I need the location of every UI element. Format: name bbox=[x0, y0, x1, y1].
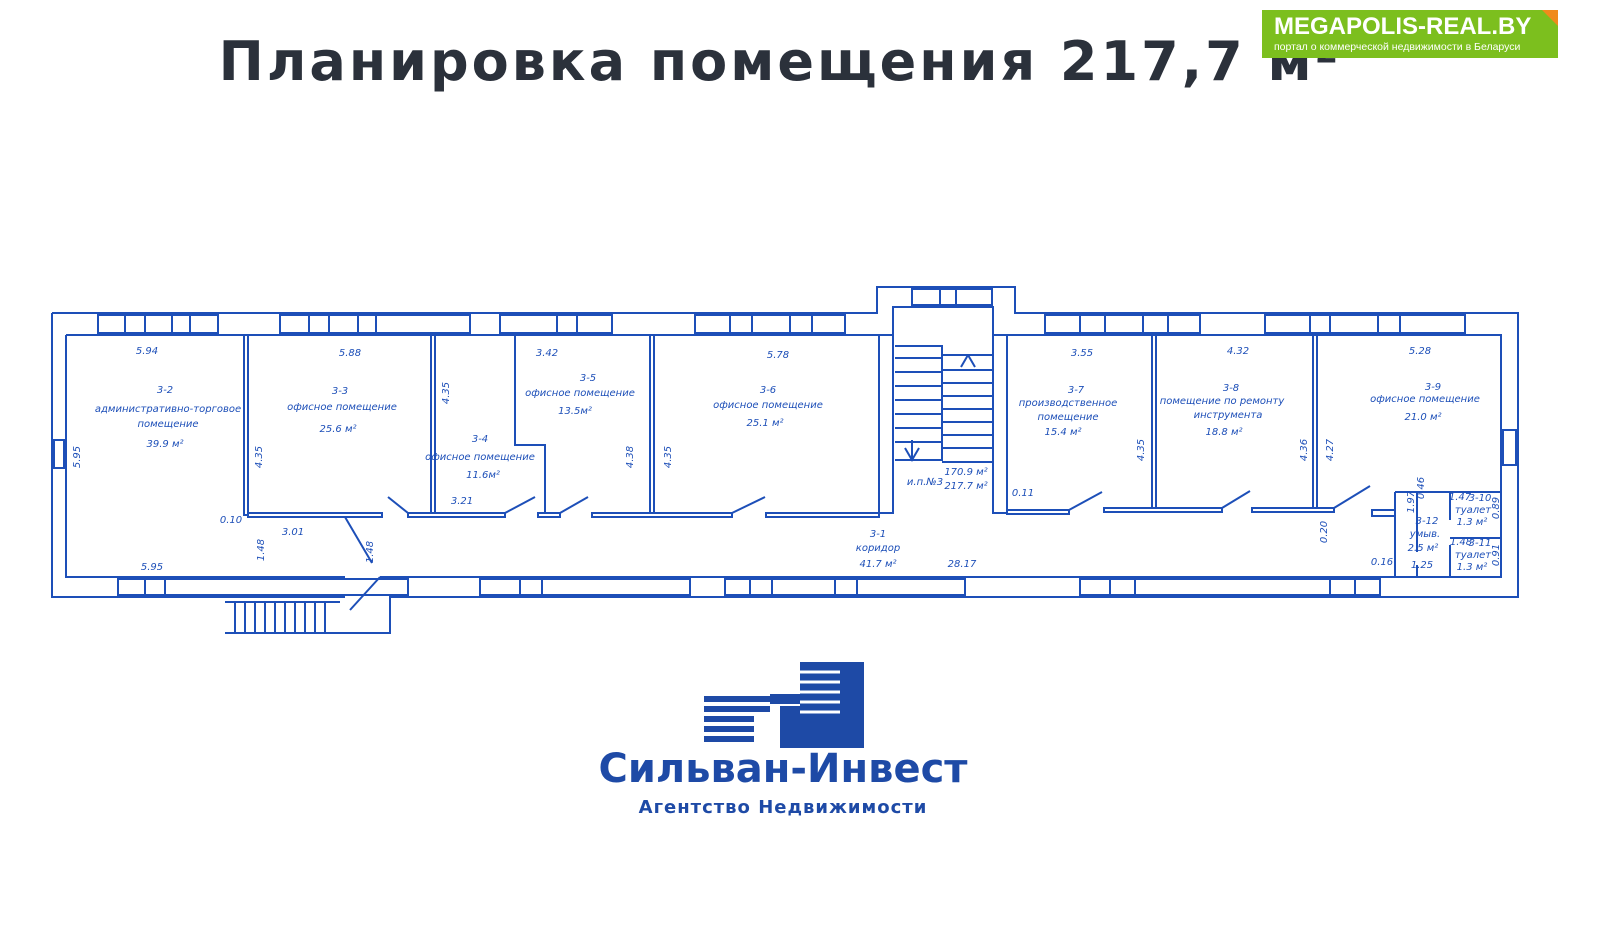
dim: 4.32 bbox=[1227, 346, 1249, 357]
dim: 3.55 bbox=[1071, 348, 1093, 359]
logo-subtitle: Агентство Недвижимости bbox=[638, 797, 928, 818]
room-3-10-name: туалет bbox=[1455, 505, 1492, 516]
badge-name: MEGAPOLIS-REAL.BY bbox=[1274, 13, 1532, 40]
room-3-5-id: 3-5 bbox=[580, 373, 596, 384]
room-3-8-name1: помещение по ремонту bbox=[1160, 396, 1286, 407]
dim: 28.17 bbox=[948, 559, 977, 570]
dim: 4.35 bbox=[441, 382, 452, 404]
stair-area-1: 170.9 м² bbox=[944, 467, 987, 478]
room-3-12-name: умыв. bbox=[1409, 529, 1440, 540]
room-3-4-area: 11.6м² bbox=[466, 470, 500, 481]
stair-label: и.п.№3 bbox=[907, 477, 943, 488]
dim: 4.35 bbox=[1136, 439, 1147, 461]
room-3-5-area: 13.5м² bbox=[558, 406, 592, 417]
room-3-9-name: офисное помещение bbox=[1370, 394, 1480, 405]
logo-name: Сильван-Инвест bbox=[598, 746, 968, 792]
dim: 0.91 bbox=[1491, 544, 1502, 566]
dim: 1.48 bbox=[365, 541, 376, 563]
room-3-8-id: 3-8 bbox=[1223, 383, 1239, 394]
room-3-9-area: 21.0 м² bbox=[1405, 412, 1442, 423]
dim: 0.10 bbox=[220, 515, 242, 526]
dimensions: 5.94 5.88 3.42 5.78 3.55 4.32 5.28 5.95 … bbox=[72, 346, 1502, 573]
dim: 0.16 bbox=[1371, 557, 1393, 568]
dim: 5.28 bbox=[1409, 346, 1431, 357]
room-3-2-area: 39.9 м² bbox=[147, 439, 184, 450]
logo-building-icon bbox=[704, 662, 864, 748]
dim: 3.01 bbox=[282, 527, 304, 538]
room-3-8-name2: инструмента bbox=[1194, 410, 1263, 421]
room-3-7-name1: производственное bbox=[1019, 398, 1117, 409]
room-3-10-id: 3-10 bbox=[1469, 493, 1492, 504]
room-3-6-name: офисное помещение bbox=[713, 400, 823, 411]
dim: 4.38 bbox=[625, 446, 636, 468]
dim: 5.95 bbox=[72, 446, 83, 468]
page-title: Планировка помещения 217,7 м² bbox=[218, 30, 1342, 93]
dim: 0.89 bbox=[1491, 497, 1502, 519]
room-3-3-id: 3-3 bbox=[332, 386, 348, 397]
dim: 3.42 bbox=[536, 348, 558, 359]
dim: 4.35 bbox=[663, 446, 674, 468]
dim: 4.36 bbox=[1299, 439, 1310, 461]
dim: 5.95 bbox=[141, 562, 163, 573]
room-3-11-area: 1.3 м² bbox=[1457, 562, 1488, 573]
room-3-7-name2: помещение bbox=[1037, 412, 1098, 423]
dim: 1.97 bbox=[1406, 490, 1417, 513]
stairs bbox=[225, 345, 994, 633]
room-3-4-id: 3-4 bbox=[472, 434, 488, 445]
room-3-7-area: 15.4 м² bbox=[1045, 427, 1082, 438]
room-3-4-name: офисное помещение bbox=[425, 452, 535, 463]
room-labels: 3-1 коридор 41.7 м² 3-2 административно-… bbox=[95, 373, 1492, 573]
room-3-3-name: офисное помещение bbox=[287, 402, 397, 413]
dim: 3.21 bbox=[451, 496, 473, 507]
room-3-2-id: 3-2 bbox=[157, 385, 173, 396]
dim: 1.25 bbox=[1411, 560, 1433, 571]
room-3-11-id: 3-11 bbox=[1469, 538, 1492, 549]
dim: 0.46 bbox=[1416, 477, 1427, 499]
dim: 4.27 bbox=[1325, 438, 1336, 461]
megapolis-badge[interactable]: MEGAPOLIS-REAL.BY портал о коммерческой … bbox=[1262, 10, 1558, 58]
room-3-7-id: 3-7 bbox=[1068, 385, 1085, 396]
room-3-1-id: 3-1 bbox=[870, 529, 886, 540]
dim: 1.47 bbox=[1449, 492, 1472, 503]
dim: 1.48 bbox=[1450, 537, 1472, 548]
room-3-2-name2: помещение bbox=[137, 419, 198, 430]
room-3-3-area: 25.6 м² bbox=[320, 424, 357, 435]
room-3-10-area: 1.3 м² bbox=[1457, 517, 1488, 528]
room-3-5-name: офисное помещение bbox=[525, 388, 635, 399]
room-3-9-id: 3-9 bbox=[1425, 382, 1441, 393]
room-3-1-area: 41.7 м² bbox=[860, 559, 897, 570]
dim: 1.48 bbox=[256, 539, 267, 561]
partitions bbox=[243, 334, 1500, 611]
badge-tagline: портал о коммерческой недвижимости в Бел… bbox=[1274, 41, 1521, 53]
windows bbox=[53, 288, 1517, 596]
dim: 0.11 bbox=[1012, 488, 1034, 499]
room-3-6-area: 25.1 м² bbox=[747, 418, 784, 429]
room-3-12-area: 2.5 м² bbox=[1408, 543, 1439, 554]
dim: 5.94 bbox=[136, 346, 158, 357]
room-3-12-id: 3-12 bbox=[1416, 516, 1439, 527]
dim: 5.78 bbox=[767, 350, 789, 361]
dim: 5.88 bbox=[339, 348, 361, 359]
room-3-1-name: коридор bbox=[856, 543, 900, 554]
dim: 0.20 bbox=[1319, 521, 1330, 543]
room-3-8-area: 18.8 м² bbox=[1206, 427, 1243, 438]
corner-icon bbox=[1542, 10, 1558, 26]
room-3-2-name1: административно-торговое bbox=[95, 404, 241, 415]
dim: 4.35 bbox=[254, 446, 265, 468]
room-3-6-id: 3-6 bbox=[760, 385, 776, 396]
stair-area-2: 217.7 м² bbox=[944, 481, 987, 492]
walls bbox=[51, 286, 1519, 634]
room-3-11-name: туалет bbox=[1455, 550, 1492, 561]
